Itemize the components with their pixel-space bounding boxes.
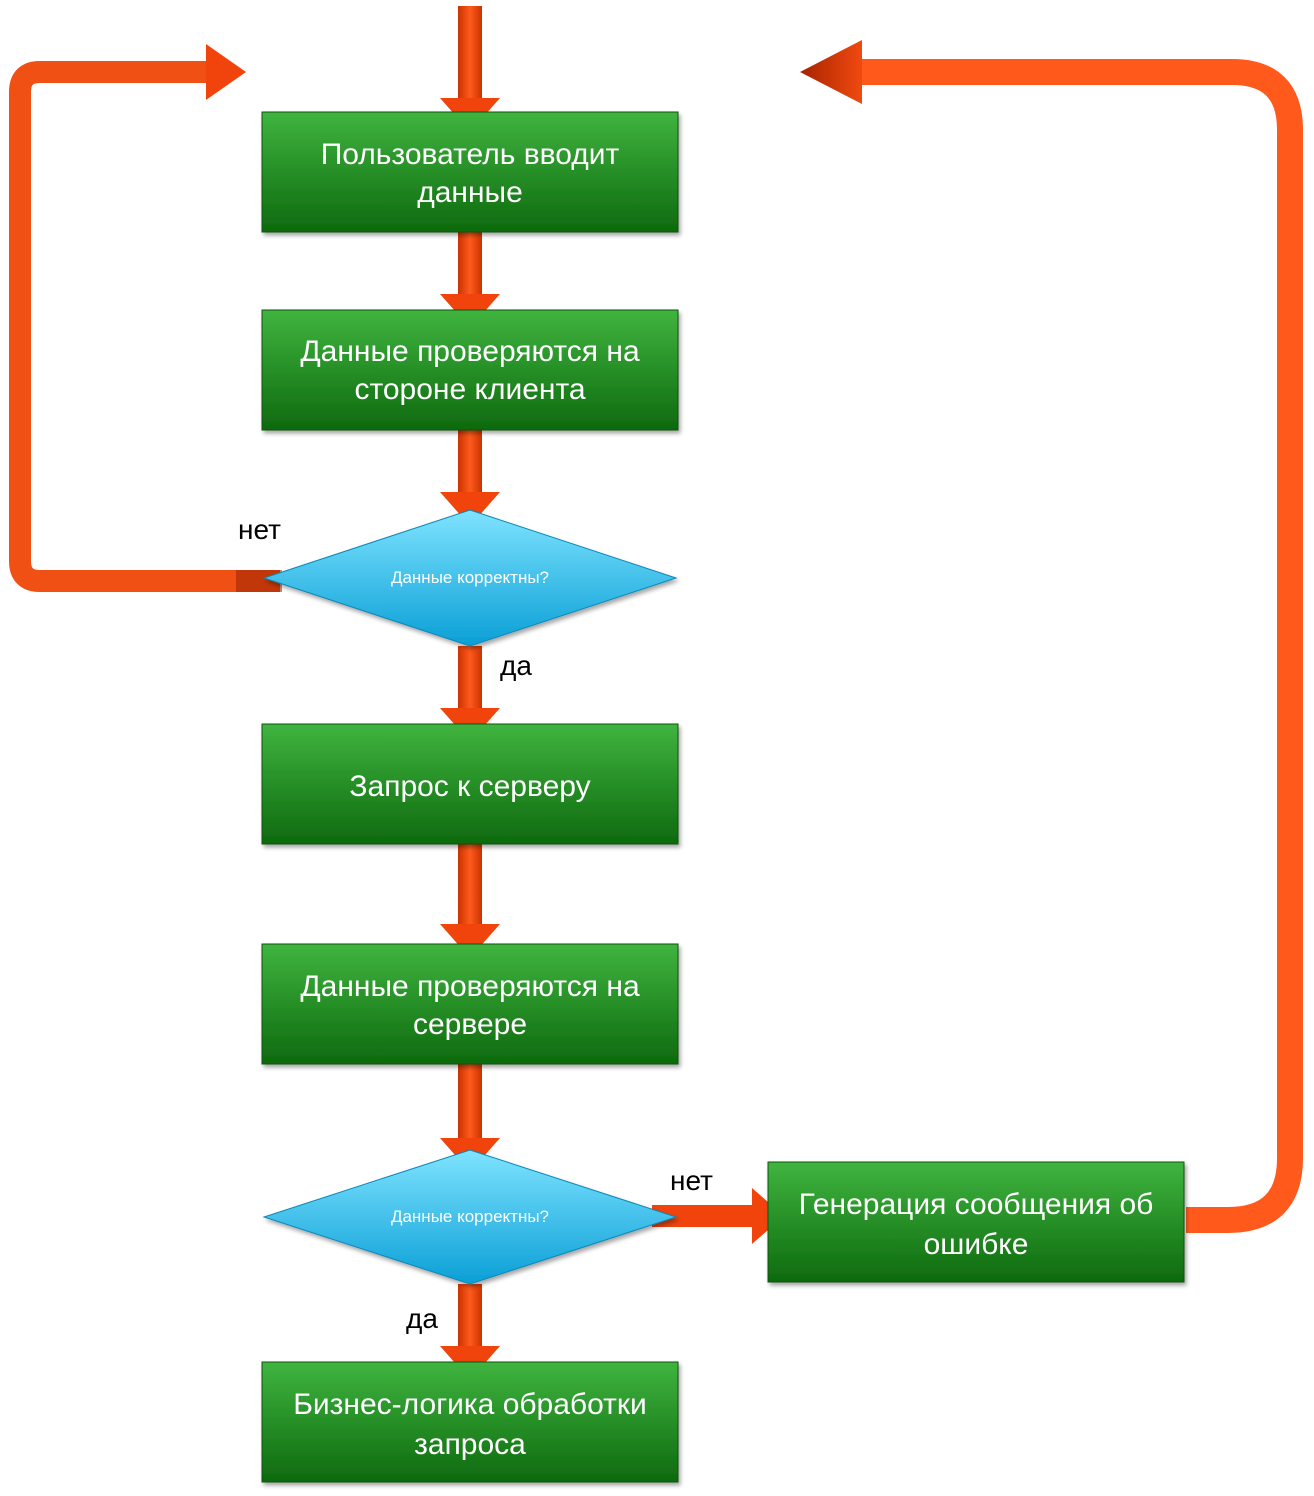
label-client-yes: да [500,650,532,681]
node-user-input-line-1: Пользователь вводит [321,138,620,171]
node-client-check-line-1: Данные проверяются на [300,335,640,368]
loop-client-no [9,44,282,592]
label-server-yes: да [406,1303,438,1334]
node-error-message: Генерация сообщения об ошибке [767,1161,1185,1283]
node-client-valid-text: Данные корректны? [391,568,549,587]
node-client-check: Данные проверяются на стороне клиента [261,309,679,431]
node-server-request-line-1: Запрос к серверу [349,770,590,803]
node-error-message-line-1: Генерация сообщения об [799,1188,1154,1221]
node-server-check-line-2: сервере [413,1008,527,1041]
connectors [9,6,1303,1380]
arrow-client-check-to-decision [440,430,500,526]
arrow-server-request-to-server-check [440,830,500,958]
node-server-valid: Данные корректны? [262,1149,678,1285]
label-server-no: нет [670,1165,713,1196]
node-error-message-line-2: ошибке [924,1228,1029,1261]
node-server-check-line-1: Данные проверяются на [300,970,640,1003]
label-client-no: нет [238,514,281,545]
node-client-check-line-2: стороне клиента [354,373,585,406]
arrow-client-decision-yes [440,646,500,742]
node-server-request: Запрос к серверу [261,723,679,845]
node-business-logic-line-2: запроса [414,1428,526,1461]
node-business-logic: Бизнес-логика обработки запроса [261,1361,679,1483]
node-user-input-line-2: данные [417,176,523,209]
node-business-logic-line-1: Бизнес-логика обработки [293,1388,647,1421]
node-user-input: Пользователь вводит данные [261,111,679,233]
node-server-valid-text: Данные корректны? [391,1207,549,1226]
loop-error-to-top [800,40,1303,1233]
node-server-check: Данные проверяются на сервере [261,943,679,1065]
node-client-valid: Данные корректны? [262,509,678,647]
